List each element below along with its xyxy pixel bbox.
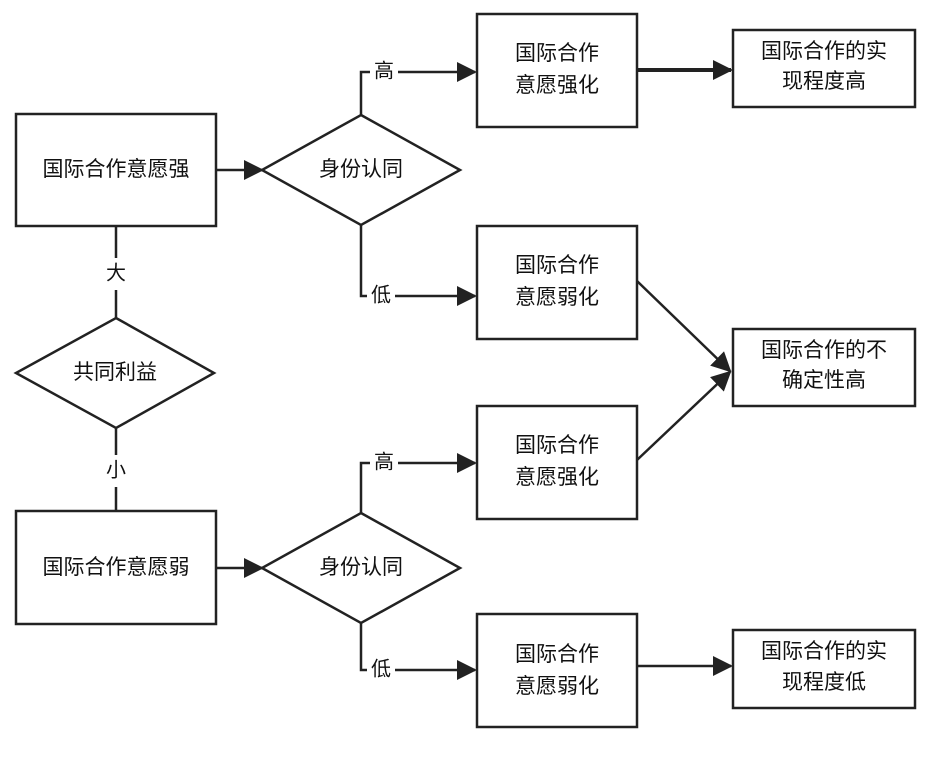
node-result-high: 国际合作的实 现程度高 — [731, 28, 917, 109]
node-strengthen-bottom-line1: 国际合作 — [515, 433, 599, 457]
node-weaken-top: 国际合作 意愿弱化 — [475, 224, 639, 341]
node-weaken-bottom-line1: 国际合作 — [515, 642, 599, 666]
decision-common-interest: 共同利益 — [13, 316, 217, 430]
arrow-identity-top-high — [359, 62, 477, 115]
node-weaken-top-line2: 意愿弱化 — [515, 285, 599, 309]
arrow-identity-bottom-low — [359, 623, 477, 680]
node-strengthen-top-line2: 意愿强化 — [515, 73, 599, 97]
node-result-uncertain-line2: 确定性高 — [782, 368, 866, 392]
node-result-high-line2: 现程度高 — [782, 69, 866, 93]
node-result-low-line1: 国际合作的实 — [761, 639, 887, 663]
label-low-top: 低 — [371, 283, 391, 307]
decision-common-interest-text: 共同利益 — [73, 360, 157, 384]
label-low-bottom: 低 — [371, 657, 391, 681]
label-high-bottom: 高 — [374, 450, 394, 474]
node-result-uncertain-line1: 国际合作的不 — [761, 338, 887, 362]
label-small: 小 — [106, 458, 126, 482]
decision-identity-bottom: 身份认同 — [259, 511, 463, 625]
arrow-identity-bottom-high — [359, 453, 477, 513]
node-result-high-line1: 国际合作的实 — [761, 39, 887, 63]
arrow-identity-top-low — [359, 225, 477, 306]
node-weak-will: 国际合作意愿弱 — [14, 509, 218, 626]
node-strengthen-bottom: 国际合作 意愿强化 — [475, 404, 639, 521]
node-strong-will: 国际合作意愿强 — [14, 112, 218, 228]
arrow-strengthen-to-uncertain — [636, 370, 732, 461]
node-weaken-top-line1: 国际合作 — [515, 253, 599, 277]
node-result-uncertain: 国际合作的不 确定性高 — [731, 327, 917, 408]
label-high-top: 高 — [374, 59, 394, 83]
decision-identity-bottom-text: 身份认同 — [319, 555, 403, 579]
decision-identity-top: 身份认同 — [259, 113, 463, 227]
node-strong-will-text: 国际合作意愿强 — [43, 157, 190, 181]
decision-identity-top-text: 身份认同 — [319, 157, 403, 181]
node-result-low: 国际合作的实 现程度低 — [731, 628, 917, 710]
node-strengthen-bottom-line2: 意愿强化 — [515, 465, 599, 489]
node-result-low-line2: 现程度低 — [782, 670, 866, 694]
node-strengthen-top: 国际合作 意愿强化 — [475, 12, 639, 129]
node-weaken-bottom-line2: 意愿弱化 — [515, 674, 599, 698]
node-weaken-bottom: 国际合作 意愿弱化 — [475, 612, 639, 729]
node-strengthen-top-line1: 国际合作 — [515, 41, 599, 65]
arrow-weaken-to-uncertain — [636, 280, 732, 373]
node-weak-will-text: 国际合作意愿弱 — [43, 555, 190, 579]
label-big: 大 — [106, 261, 126, 285]
